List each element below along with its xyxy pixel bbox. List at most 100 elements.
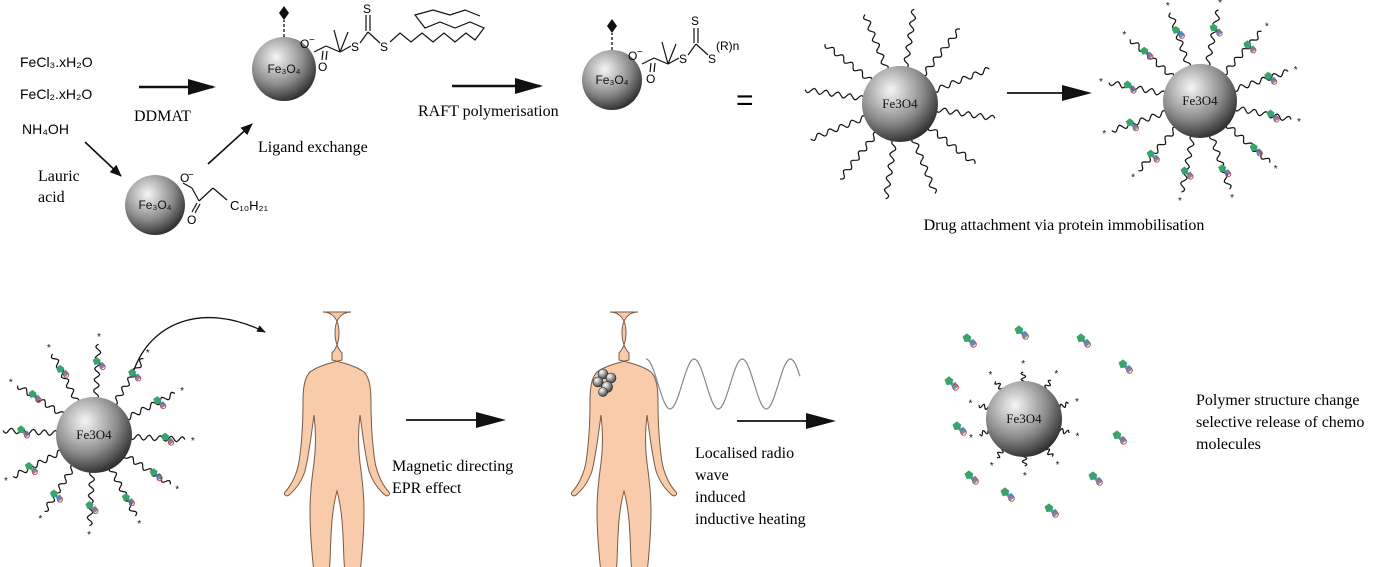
drug-molecule-icon: [1044, 503, 1059, 518]
drug-molecule-icon: [1112, 430, 1127, 445]
reagent-nh4oh: NH₄OH: [22, 121, 69, 137]
arrow-icon: [84, 141, 122, 177]
drug-molecule-icon: [1264, 71, 1278, 85]
drug-molecule-icon: [1125, 118, 1139, 132]
drug-molecule-icon: [149, 468, 163, 482]
polymer-s-thione: S: [691, 14, 699, 28]
magnetic-label-line2: EPR effect: [392, 480, 462, 497]
lauric-o: O: [187, 213, 196, 227]
svg-text:*: *: [1056, 460, 1060, 471]
svg-text:*: *: [1166, 1, 1170, 12]
release-label-line3: molecules: [1196, 436, 1261, 453]
nanoparticle-icon: Fe3O4: [862, 66, 938, 142]
drug-molecule-icon: [1140, 46, 1154, 60]
svg-text:*: *: [1122, 30, 1126, 41]
svg-text:*: *: [1297, 117, 1301, 128]
svg-text:*: *: [180, 386, 184, 397]
nanoparticle-icon: Fe₃O₄: [252, 37, 316, 101]
drug-molecule-icon: [24, 461, 38, 475]
radio-label-line3: induced: [695, 489, 746, 506]
drug-molecule-icon: [952, 421, 967, 436]
nanoparticle-icon: Fe₃O₄: [582, 50, 642, 110]
svg-text:Fe₃O₄: Fe₃O₄: [267, 62, 300, 76]
polymer-brush-particle: Fe3O4: [804, 8, 996, 200]
drug-molecule-icon: [962, 333, 977, 348]
drug-release-particle: **********Fe3O4: [944, 325, 1133, 518]
ddmat-o: O: [318, 60, 327, 74]
svg-text:*: *: [137, 519, 141, 530]
drug-molecule-icon: [1014, 325, 1029, 340]
svg-text:*: *: [1102, 129, 1106, 140]
arrow-icon: [406, 412, 506, 428]
drug-molecule-icon: [1076, 333, 1091, 348]
svg-text:*: *: [146, 348, 150, 359]
svg-text:*: *: [87, 530, 91, 541]
drug-molecule-icon: [85, 501, 99, 515]
svg-text:*: *: [1021, 359, 1025, 370]
nanoparticle-icon: Fe3O4: [986, 381, 1062, 457]
svg-text:*: *: [1274, 164, 1278, 175]
ligand-exchange-label: Ligand exchange: [258, 139, 368, 156]
svg-text:*: *: [990, 461, 994, 472]
drug-molecule-icon: [1243, 40, 1257, 54]
svg-text:*: *: [1294, 65, 1298, 76]
ddmat-o-charge: −: [309, 35, 315, 46]
ddmat-s-thione: S: [363, 2, 371, 16]
polymer-structure: [641, 28, 709, 73]
drug-loaded-particle-bottom: ************Fe3O4: [2, 332, 195, 541]
drug-molecule-icon: [121, 493, 135, 507]
reagent-fecl2: FeCl₂.xH₂O: [20, 86, 92, 102]
polymer-s2: S: [708, 52, 716, 66]
svg-text:*: *: [1023, 471, 1027, 482]
anchor-marker: [279, 6, 289, 37]
nanoparticle-cluster-icon: [592, 368, 617, 397]
radio-label-line1: Localised radio: [695, 445, 794, 462]
drug-molecule-icon: [1180, 166, 1194, 180]
drug-molecule-icon: [49, 489, 63, 503]
svg-text:*: *: [1178, 196, 1182, 207]
drug-molecule-icon: [1171, 25, 1185, 39]
ddmat-label: DDMAT: [134, 108, 191, 125]
arrow-icon: [207, 123, 253, 165]
svg-text:*: *: [969, 433, 973, 444]
polymer-o: O: [646, 72, 655, 86]
svg-text:*: *: [1054, 369, 1058, 380]
drug-molecule-icon: [964, 470, 979, 485]
human-body-icon: [571, 311, 677, 567]
svg-text:*: *: [38, 514, 42, 525]
reagent-fecl3: FeCl₃.xH₂O: [20, 54, 93, 70]
release-label-line2: selective release of chemo: [1196, 414, 1364, 431]
svg-text:*: *: [1218, 0, 1222, 9]
drug-molecule-icon: [1266, 109, 1280, 123]
svg-text:*: *: [1131, 173, 1135, 184]
svg-text:*: *: [97, 332, 101, 343]
svg-text:*: *: [1230, 193, 1234, 204]
drug-molecule-icon: [1218, 164, 1232, 178]
svg-text:*: *: [1075, 397, 1079, 408]
ddmat-s2: S: [380, 40, 388, 54]
svg-text:Fe3O4: Fe3O4: [76, 427, 112, 442]
drug-molecule-icon: [161, 432, 175, 446]
lauric-ligand: [182, 182, 228, 214]
radio-label-line2: wave: [695, 467, 729, 484]
drug-molecule-icon: [16, 425, 31, 439]
svg-text:*: *: [1099, 77, 1103, 88]
svg-text:*: *: [175, 485, 179, 496]
drug-attachment-label: Drug attachment via protein immobilisati…: [924, 217, 1205, 234]
svg-text:*: *: [4, 476, 8, 487]
svg-text:*: *: [988, 370, 992, 381]
polymer-s1: S: [679, 52, 687, 66]
ddmat-o-minus: O: [300, 37, 309, 51]
drug-molecule-icon: [92, 356, 106, 371]
svg-text:Fe3O4: Fe3O4: [882, 96, 918, 111]
ddmat-structure: [313, 9, 485, 61]
drug-molecule-icon: [1209, 23, 1223, 37]
reagent-lauric-line2: acid: [38, 189, 65, 206]
ddmat-s1: S: [351, 40, 359, 54]
svg-text:*: *: [47, 343, 51, 354]
human-body-icon: [284, 311, 390, 567]
reagent-lauric-line1: Lauric: [38, 168, 80, 185]
drug-molecule-icon: [1249, 143, 1263, 157]
polymer-o-minus: O: [628, 49, 637, 63]
